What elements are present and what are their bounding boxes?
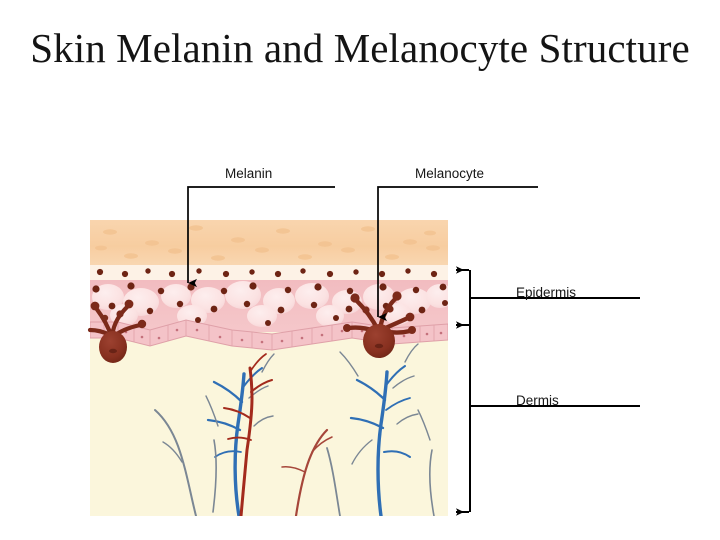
callout-label-dermis: Dermis	[516, 393, 559, 408]
capillary-right	[326, 343, 435, 516]
corneocyte-flakes	[95, 225, 440, 261]
callout-label-epidermis: Epidermis	[516, 285, 577, 300]
bracket-dermis	[456, 325, 640, 516]
vein-right	[349, 365, 411, 516]
callout-melanin-leader	[187, 186, 335, 288]
epidermis-layer	[90, 220, 448, 332]
artery-right-branch	[281, 428, 333, 516]
bracket-epidermis	[456, 266, 640, 329]
melanin-granules	[92, 268, 448, 326]
callout-melanocyte-leader	[377, 186, 538, 322]
dermis-vessels	[154, 343, 435, 516]
capillary-left	[154, 353, 275, 516]
vein-left	[206, 367, 263, 516]
artery-center	[223, 353, 273, 516]
melanocyte-cell	[343, 291, 416, 358]
skin-layers	[87, 220, 448, 516]
callout-label-melanin: Melanin	[225, 166, 273, 181]
stratum-corneum	[90, 220, 448, 268]
melanocyte-cell-left	[87, 299, 147, 363]
callout-label-melanocyte: Melanocyte	[415, 166, 485, 181]
page-title: Skin Melanin and Melanocyte Structure	[30, 25, 690, 71]
stratum-granulosum	[90, 265, 448, 282]
